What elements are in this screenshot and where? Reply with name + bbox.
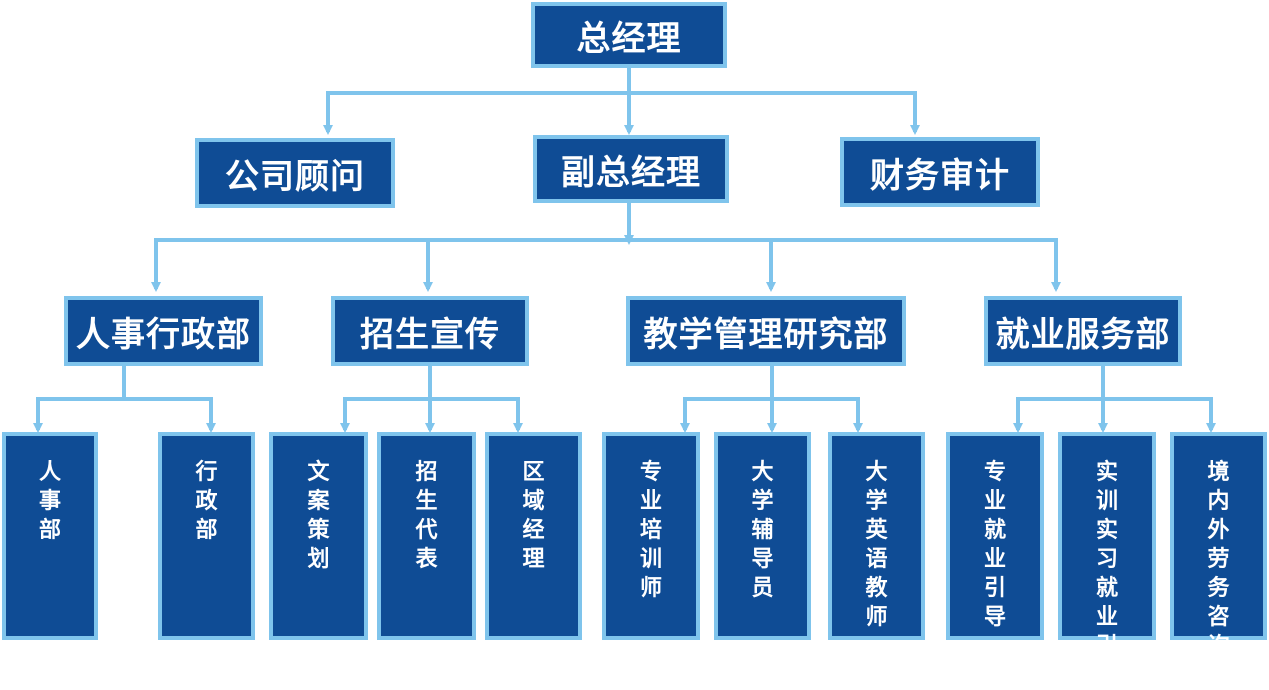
general-manager-box: 总经理: [531, 2, 727, 68]
general-manager-label: 总经理: [576, 18, 682, 59]
unit-college-counselor-box: 大学辅导员: [714, 432, 811, 640]
unit-internship-guidance-box: 实训实习就业引导: [1058, 432, 1156, 688]
company-advisor-label: 公司顾问: [225, 156, 365, 197]
deputy-general-manager-box: 副总经理: [533, 135, 729, 203]
hr-admin-dept-label: 人事行政部: [76, 314, 251, 355]
teaching-research-dept-label: 教学管理研究部: [643, 314, 889, 355]
employment-service-dept-label: 就业服务部: [995, 314, 1171, 355]
unit-labor-consulting-label: 境内外劳务咨询: [1207, 460, 1230, 659]
unit-english-teacher-label: 大学英语教师: [865, 460, 888, 630]
unit-regional-manager-label: 区域经理: [522, 460, 545, 572]
unit-copywriting-label: 文案策划: [307, 460, 330, 572]
unit-english-teacher-box: 大学英语教师: [828, 432, 925, 640]
recruitment-dept-label: 招生宣传: [360, 314, 500, 355]
unit-administration-box: 行政部: [158, 432, 255, 640]
hr-admin-dept-box: 人事行政部: [64, 296, 263, 366]
recruitment-dept-box: 招生宣传: [331, 296, 529, 366]
financial-audit-box: 财务审计: [840, 137, 1040, 207]
company-advisor-box: 公司顾问: [195, 138, 395, 208]
deputy-general-manager-label: 副总经理: [561, 152, 701, 193]
unit-regional-manager-box: 区域经理: [485, 432, 582, 640]
financial-audit-label: 财务审计: [870, 155, 1010, 196]
unit-personnel-box: 人事部: [2, 432, 98, 640]
unit-copywriting-box: 文案策划: [269, 432, 368, 640]
employment-service-dept-box: 就业服务部: [984, 296, 1182, 366]
unit-internship-guidance-label: 实训实习就业引导: [1095, 460, 1118, 688]
unit-professional-trainer-label: 专业培训师: [639, 460, 662, 601]
unit-professional-trainer-box: 专业培训师: [602, 432, 700, 640]
unit-college-counselor-label: 大学辅导员: [751, 460, 774, 601]
unit-administration-label: 行政部: [195, 460, 218, 543]
unit-recruitment-rep-label: 招生代表: [415, 460, 438, 572]
unit-career-guidance-label: 专业就业引导: [983, 460, 1006, 630]
teaching-research-dept-box: 教学管理研究部: [626, 296, 906, 366]
connector-lines: [33, 66, 1216, 433]
unit-personnel-label: 人事部: [38, 460, 61, 543]
unit-career-guidance-box: 专业就业引导: [946, 432, 1044, 640]
unit-labor-consulting-box: 境内外劳务咨询: [1170, 432, 1267, 659]
unit-recruitment-rep-box: 招生代表: [377, 432, 476, 640]
